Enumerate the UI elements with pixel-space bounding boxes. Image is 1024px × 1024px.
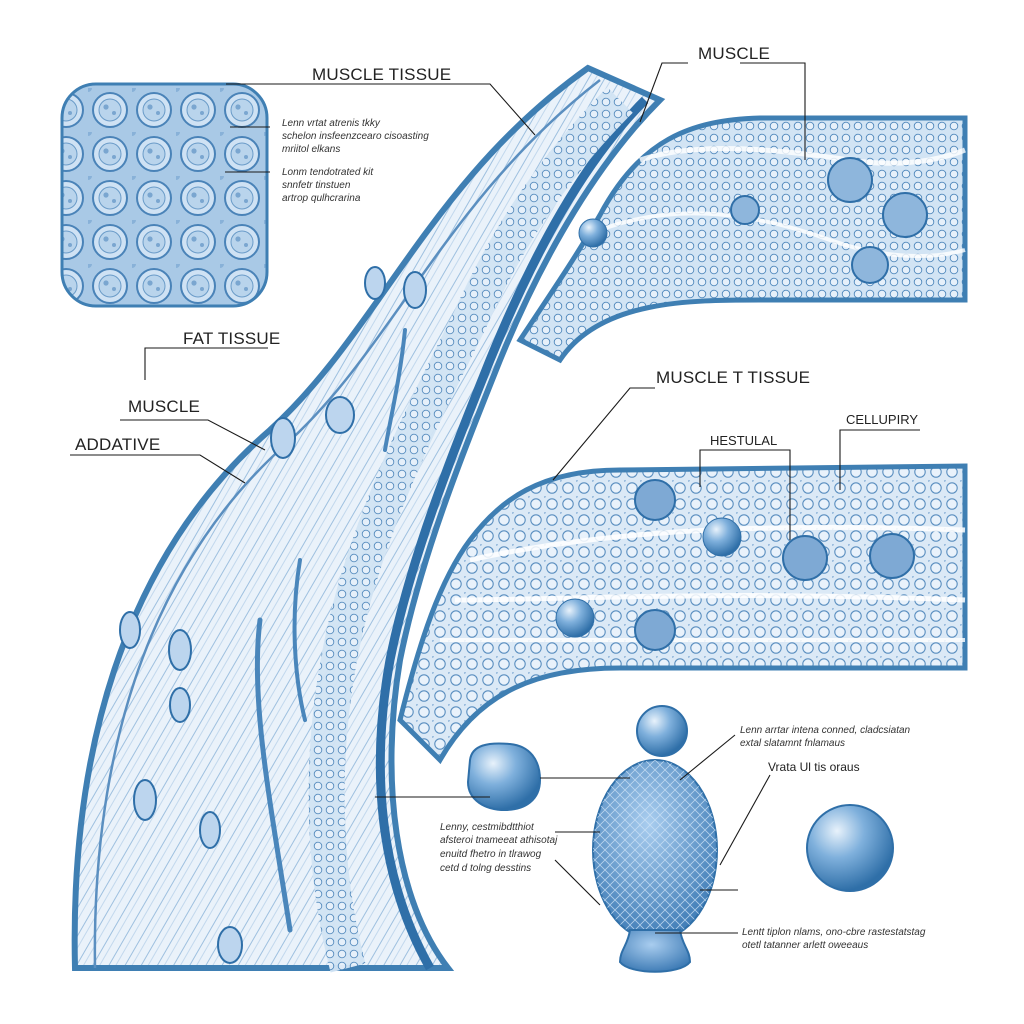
note-bottom-left-line-2: afsteroi tnameeat athisotaj — [440, 835, 558, 846]
note-inset-1-line-2: schelon insfeenzcearo cisoasting — [282, 131, 429, 142]
label-cellupiry: CELLUPIRY — [846, 412, 918, 427]
sphere-cell-icon — [636, 705, 688, 757]
fat-tissue-inset — [60, 82, 269, 308]
lower-branch — [397, 463, 968, 765]
branch-cells — [555, 157, 928, 651]
label-addative: ADDATIVE — [75, 435, 160, 454]
note-bottom-right-top-line-1: Lenn arrtar intena conned, cladcsiatan — [740, 725, 911, 736]
note-inset-1-line-1: Lenn vrtat atrenis tkky — [282, 118, 381, 129]
labels: MUSCLE TISSUE MUSCLE FAT TISSUE MUSCLE A… — [75, 44, 918, 774]
label-fat-tissue: FAT TISSUE — [183, 329, 280, 348]
note-inset-1-line-3: mriitol elkans — [282, 144, 340, 155]
label-muscle-tissue-top: MUSCLE TISSUE — [312, 65, 451, 84]
notes: Lenn vrtat atrenis tkky schelon insfeenz… — [282, 118, 926, 951]
fat-cell-icon — [466, 742, 542, 812]
note-inset-2-line-3: artrop qulhcrarina — [282, 193, 361, 204]
note-bottom-right-bottom-line-1: Lentt tiplon nlams, ono-cbre rastestatst… — [742, 927, 926, 938]
curved-muscle-band — [71, 64, 666, 973]
note-bottom-left-line-3: enuitd fhetro in tlrawog — [440, 849, 542, 860]
note-bottom-right-bottom-line-2: otetl tatanner arlett oweeaus — [742, 940, 868, 951]
band-cells — [119, 266, 427, 964]
note-inset-2-line-1: Lonm tendotrated kit — [282, 167, 374, 178]
note-bottom-left-line-4: cetd d tolng desstins — [440, 863, 531, 874]
bottom-cells — [466, 705, 894, 973]
label-vrata: Vrata Ul tis oraus — [768, 760, 860, 774]
ovoid-cell-icon — [592, 759, 718, 973]
note-bottom-left-line-1: Lenny, cestmibdtthiot — [440, 822, 535, 833]
note-inset-2-line-2: snnfetr tinstuen — [282, 180, 351, 191]
leader-lines — [70, 62, 920, 934]
note-bottom-right-top-line-2: extal slatamnt fnlamaus — [740, 738, 845, 749]
label-hestulal: HESTULAL — [710, 433, 777, 448]
label-muscle-top-right: MUSCLE — [698, 44, 770, 63]
label-muscle-left: MUSCLE — [128, 397, 200, 416]
label-muscle-t-tissue: MUSCLE T TISSUE — [656, 368, 810, 387]
